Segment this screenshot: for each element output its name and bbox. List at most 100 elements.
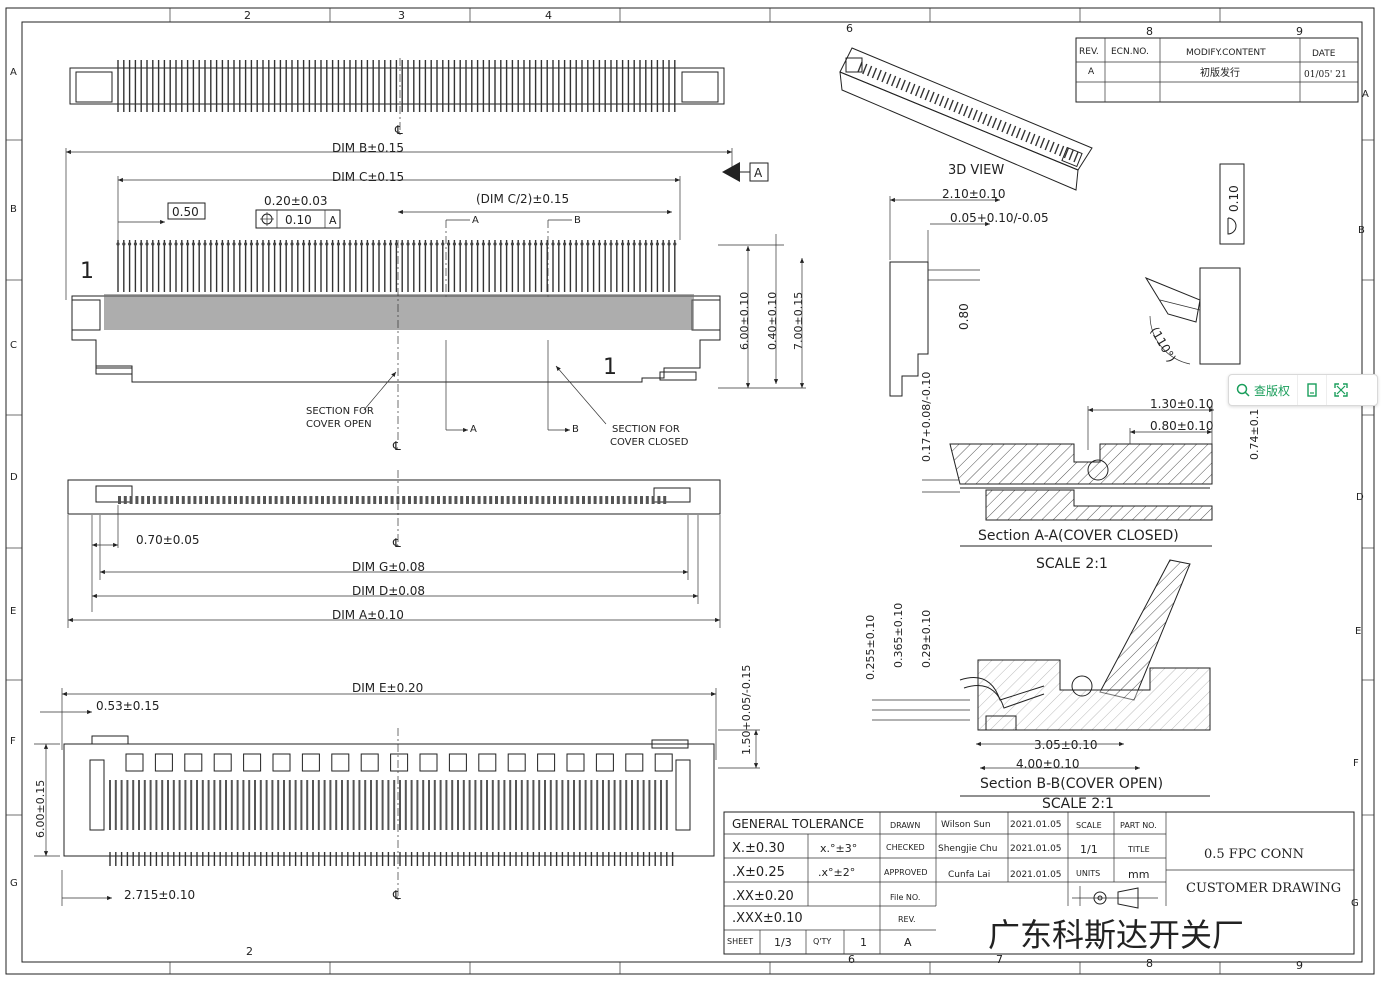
centerline-mark: ℄ [392, 536, 401, 550]
contact-pin [477, 496, 481, 504]
contact-pin [953, 101, 959, 113]
pin-tip [319, 242, 323, 246]
contact-pin [454, 496, 458, 504]
contact-pin [1054, 143, 1060, 155]
tol-xx-angle: .x°±2° [818, 866, 855, 879]
contact-pin [326, 496, 330, 504]
window-cutout [154, 753, 173, 772]
row-marker: D [10, 472, 18, 483]
pin-tip [278, 242, 282, 246]
contact-pin [587, 496, 591, 504]
contact-pin [245, 496, 249, 504]
contact-pin [402, 496, 406, 504]
section-bb: 0.255±0.10 0.365±0.10 0.29±0.10 3.05±0.1… [864, 559, 1211, 812]
contact-pin [361, 496, 365, 504]
pin-tip [191, 242, 195, 246]
contact-pin [651, 496, 655, 504]
contact-pin [924, 89, 930, 101]
contact-pin [338, 496, 342, 504]
contact-pin [129, 496, 133, 504]
pin-tip [603, 242, 607, 246]
window-cutout [507, 753, 526, 772]
part-no-label: PART NO. [1120, 821, 1157, 830]
pin-tip [400, 242, 404, 246]
contact-pin [564, 496, 568, 504]
contact-pin [135, 496, 139, 504]
window-cutout [625, 753, 644, 772]
pin-tip [586, 242, 590, 246]
dim-c-half: (DIM C/2)±0.15 [476, 192, 569, 206]
tol-xxx: .XX±0.20 [732, 889, 794, 904]
contact-pin [332, 496, 336, 504]
contact-pin [570, 496, 574, 504]
pin-tip [435, 242, 439, 246]
copyright-check-button[interactable]: 查版权 [1229, 375, 1297, 405]
section-open-note: SECTION FOR [306, 406, 374, 417]
copy-button[interactable] [1297, 375, 1326, 405]
contact-pin [599, 496, 603, 504]
contact-pin [239, 496, 243, 504]
contact-pin [962, 105, 969, 117]
pin-tip [261, 242, 265, 246]
pin-tip [186, 242, 190, 246]
row-marker: A [1362, 89, 1369, 100]
revision-table: REV. ECN.NO. MODIFY.CONTENT DATE A 初版发行 … [1075, 37, 1359, 103]
pin-tip [545, 242, 549, 246]
centerline-mark: ℄ [394, 123, 403, 137]
fullscreen-button[interactable] [1326, 375, 1355, 405]
contact-pin [158, 496, 162, 504]
general-tolerance: GENERAL TOLERANCE [732, 817, 864, 831]
pin-tip [447, 242, 451, 246]
row-marker: B [1358, 225, 1365, 236]
pin-tip [139, 242, 143, 246]
col-marker: 8 [1146, 957, 1153, 970]
pin-tip [354, 242, 358, 246]
pin-one-label: 1 [80, 259, 94, 284]
contact-pin [634, 496, 638, 504]
window-cutout [654, 753, 673, 772]
contact-pin [379, 496, 382, 504]
pin-tip [331, 242, 335, 246]
section-aa-label: Section A-A(COVER CLOSED) [978, 528, 1179, 544]
contact-pin [948, 99, 954, 111]
row-marker: E [10, 606, 16, 617]
pin-tip [226, 242, 230, 246]
row-marker: G [1351, 898, 1359, 909]
position-tolerance: 0.10 [285, 213, 312, 227]
row-markers-right: A B D E F G [1351, 89, 1369, 909]
contact-pin [222, 496, 226, 504]
contact-pin [141, 496, 145, 504]
pin-tip [476, 242, 480, 246]
contact-pin [1068, 149, 1074, 161]
dim-600b: 6.00±0.15 [34, 780, 47, 838]
contact-pin [1063, 147, 1070, 159]
contact-pin [373, 496, 377, 504]
units-label: UNITS [1076, 869, 1100, 878]
contact-pin [234, 496, 237, 504]
contact-pin [396, 496, 400, 504]
dim-150: 1.50+0.05/-0.15 [740, 665, 753, 755]
approved-date: 2021.01.05 [1010, 870, 1062, 880]
contact-pin [1030, 133, 1036, 145]
dim-c: DIM C±0.15 [332, 170, 404, 184]
pin-tip [661, 242, 665, 246]
window-cutout [243, 753, 262, 772]
contact-pin [384, 496, 388, 504]
contact-pin [967, 107, 974, 119]
contact-pin [1025, 131, 1031, 143]
pin-tip [516, 242, 520, 246]
contact-pin [996, 119, 1002, 131]
position-datum: A [329, 214, 337, 227]
row-marker: C [10, 340, 17, 351]
sec-0365: 0.365±0.10 [892, 603, 905, 668]
pin-tip [487, 242, 491, 246]
contact-pin [576, 496, 580, 504]
rev-value: A [1088, 67, 1095, 77]
dim-g: DIM G±0.08 [352, 560, 425, 574]
contact-pin [611, 496, 614, 504]
title-block: GENERAL TOLERANCE X.±0.30 x.°±3° .X±0.25… [723, 811, 1355, 955]
date-header: DATE [1312, 49, 1336, 59]
window-cutout [595, 753, 614, 772]
dim-053: 0.53±0.15 [96, 699, 160, 713]
row-marker: G [10, 878, 18, 889]
